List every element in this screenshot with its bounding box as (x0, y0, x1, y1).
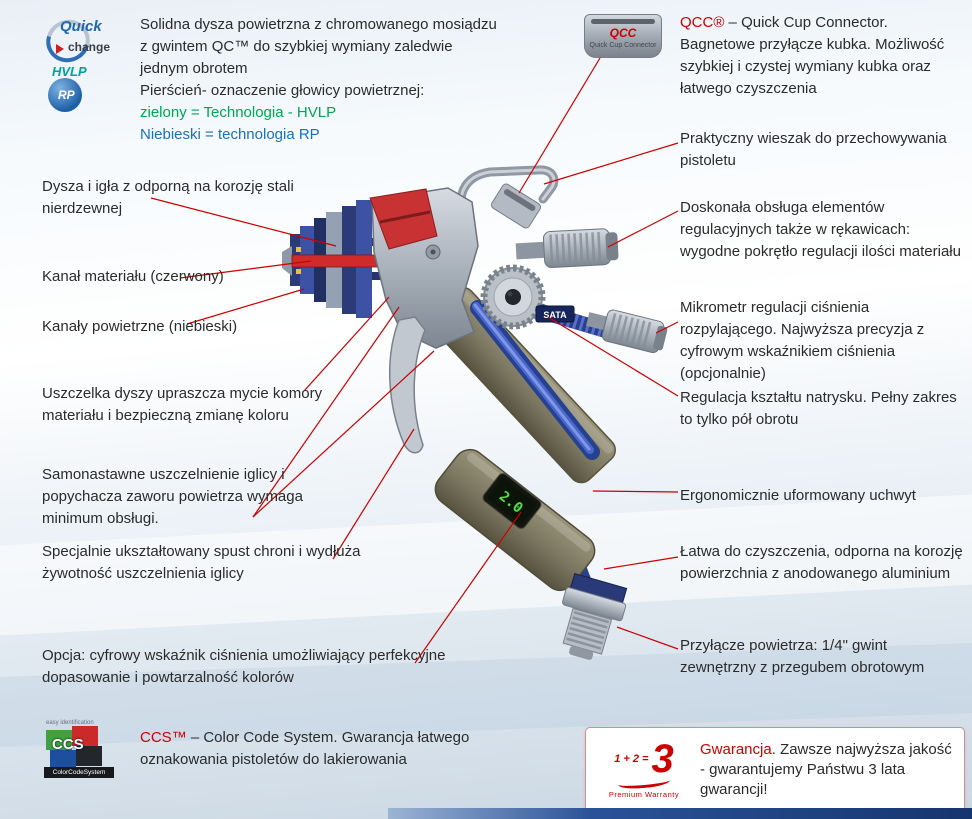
ccs-logo-tag: easy identification (46, 720, 94, 726)
hvlp-rp-logo: HVLP RP (44, 64, 108, 116)
top-left-text-block: Solidna dysza powietrzna z chromowanego … (140, 14, 500, 146)
qc-nozzle-note: Solidna dysza powietrzna z chromowanego … (140, 16, 497, 77)
svg-text:2.0: 2.0 (496, 488, 526, 516)
annotation-handle: Ergonomicznie uformowany uchwyt (680, 487, 916, 504)
blue-tube (470, 300, 600, 603)
quick-change-logo: Quick change (38, 11, 120, 71)
annotation-material-knob: Doskonała obsługa elementów regulacyjnyc… (680, 199, 961, 260)
trigger (389, 316, 426, 454)
air-connector (562, 573, 628, 660)
warranty-equation: 1 + 2 = (614, 753, 649, 765)
annotation-trigger: Specjalnie ukształtowany spust chroni i … (42, 543, 361, 582)
warranty-box: 1 + 2 = 3 Premium Warranty Gwarancja. Za… (585, 727, 965, 813)
ring-note: Pierścień- oznaczenie głowicy powietrzne… (140, 82, 425, 99)
warranty-badge: 1 + 2 = 3 Premium Warranty (598, 737, 690, 799)
qcc-text: – Quick Cup Connector. Bagnetowe przyłąc… (680, 14, 945, 97)
annotation-anodized-surface: Łatwa do czyszczenia, odporna na korozję… (680, 543, 963, 582)
ccs-green-square-icon (46, 730, 72, 750)
qcc-logo: QCC Quick Cup Connector (584, 14, 662, 58)
warranty-body: Zawsze najwyższa jakość - gwarantujemy P… (700, 741, 952, 798)
hvlp-sphere-icon (48, 78, 82, 112)
ccs-logo-title: CCS (52, 736, 84, 753)
annotation-qcc: QCC® – Quick Cup Connector. Bagnetowe pr… (680, 12, 966, 100)
material-channel (291, 254, 439, 268)
annotation-ccs: CCS™ – Color Code System. Gwarancja łatw… (140, 727, 530, 771)
cup-connector-port (490, 183, 542, 229)
ccs-lead: CCS™ (140, 729, 187, 746)
annotation-fan-control: Regulacja kształtu natrysku. Pełny zakre… (680, 389, 957, 428)
annotation-hook: Praktyczny wieszak do przechowywania pis… (680, 130, 947, 169)
digital-display: 2.0 (482, 473, 542, 529)
qc-arrow-icon (56, 44, 64, 54)
gun-body (428, 286, 616, 484)
red-seal-cutaway (369, 188, 438, 250)
round-control-wheel (480, 264, 546, 330)
annotation-micrometer: Mikrometr regulacji ciśnienia rozpylając… (680, 299, 925, 382)
bottom-blue-bar (388, 808, 972, 819)
rp-logo-text: RP (58, 88, 75, 102)
svg-text:SATA: SATA (543, 310, 567, 320)
annotation-air-channels: Kanały powietrzne (niebieski) (42, 318, 238, 335)
rp-blue-note: Niebieski = technologia RP (140, 126, 320, 143)
nozzle-assembly (282, 200, 439, 318)
ccs-blue-square-icon (50, 750, 76, 770)
warranty-lead: Gwarancja. (700, 741, 776, 758)
brand-plate: SATA (535, 305, 575, 323)
annotation-air-connection: Przyłącze powietrza: 1/4" gwint zewnętrz… (680, 637, 925, 676)
annotation-material-channel: Kanał materiału (czerwony) (42, 268, 224, 285)
handle-grip (434, 448, 596, 592)
hvlp-green-note: zielony = Technologia - HVLP (140, 104, 337, 121)
material-flow-knob (515, 228, 619, 269)
ccs-logo-subtitle: ColorCodeSystem (44, 767, 114, 778)
pivot-screw (425, 244, 441, 260)
spring-coil (535, 304, 612, 338)
annotation-nozzle-needle: Dysza i igła z odporną na korozję stali … (42, 178, 294, 217)
qcc-logo-subtitle: Quick Cup Connector (589, 42, 657, 49)
qc-logo-bottom: change (68, 40, 111, 54)
hanging-hook (456, 165, 559, 229)
qcc-slot-icon (591, 19, 655, 24)
annotation-self-adjusting-seal: Samonastawne uszczelnienie iglicy i popy… (42, 466, 303, 527)
qc-logo-top: Quick (60, 18, 102, 35)
warranty-text: Gwarancja. Zawsze najwyższa jakość - gwa… (700, 740, 952, 800)
ccs-text: – Color Code System. Gwarancja łatwego o… (140, 729, 470, 768)
fan-control-knob (586, 309, 668, 354)
warranty-subtitle: Premium Warranty (608, 790, 680, 799)
annotation-nozzle-seal: Uszczelka dyszy upraszcza mycie komory m… (42, 385, 323, 424)
qcc-lead: QCC® (680, 14, 725, 31)
ccs-red-square-icon (72, 726, 98, 746)
warranty-swoosh-icon (617, 774, 671, 791)
qcc-logo-title: QCC (609, 26, 637, 40)
ccs-logo: easy identification CCS ColorCodeSystem (44, 720, 114, 778)
gun-head (369, 187, 479, 349)
ccs-black-square-icon (76, 746, 102, 766)
annotation-digital-gauge: Opcja: cyfrowy wskaźnik ciśnienia umożli… (42, 647, 446, 686)
warranty-number: 3 (651, 737, 674, 781)
hvlp-logo-text: HVLP (52, 64, 87, 79)
